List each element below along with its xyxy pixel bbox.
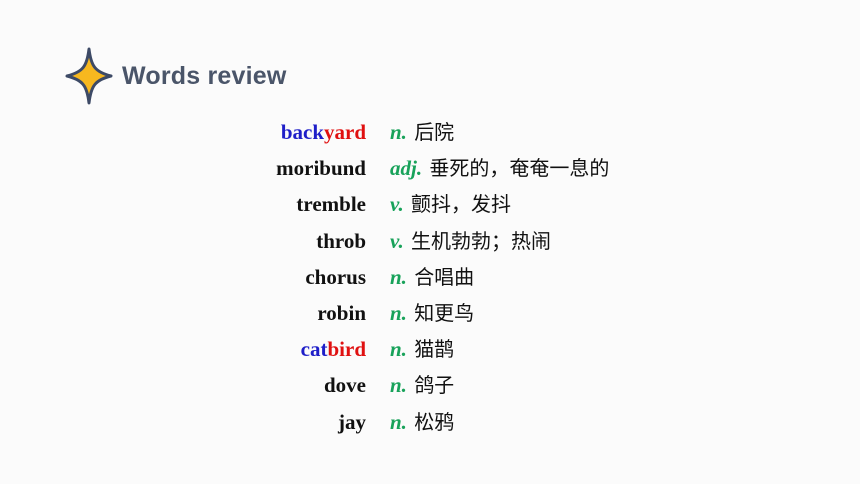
word-term: dove	[324, 367, 366, 403]
part-of-speech: v.	[390, 228, 404, 253]
word-definition: v. 生机勃勃；热闹	[390, 223, 551, 259]
part-of-speech: n.	[390, 373, 407, 398]
word-meaning: 颤抖，发抖	[411, 192, 512, 217]
word-meaning: 松鸦	[414, 409, 455, 434]
word-row: robin n. 知更鸟	[0, 295, 860, 331]
word-term-part: tremble	[296, 192, 366, 217]
word-meaning: 知更鸟	[414, 300, 475, 325]
word-term: throb	[316, 223, 366, 259]
word-term-part: yard	[324, 120, 366, 144]
part-of-speech: n.	[390, 300, 407, 325]
word-definition: n. 猫鹊	[390, 331, 454, 367]
word-definition: n. 合唱曲	[390, 259, 474, 295]
word-row: backyard n. 后院	[0, 114, 860, 150]
word-term: tremble	[296, 186, 366, 222]
page-title: Words review	[122, 61, 287, 90]
word-meaning: 垂死的，奄奄一息的	[429, 156, 610, 181]
word-meaning: 生机勃勃；热闹	[411, 228, 552, 253]
four-point-star-icon	[65, 47, 113, 105]
word-term-part: dove	[324, 373, 366, 398]
word-definition: n. 知更鸟	[390, 295, 474, 331]
word-meaning: 猫鹊	[414, 337, 455, 362]
word-row: moribund adj. 垂死的，奄奄一息的	[0, 150, 860, 186]
word-definition: adj. 垂死的，奄奄一息的	[390, 150, 609, 186]
part-of-speech: n.	[390, 264, 407, 289]
word-term-part: back	[280, 120, 324, 144]
word-term-part: chorus	[305, 264, 366, 289]
word-term-part: moribund	[276, 156, 366, 181]
word-definition: n. 后院	[390, 114, 454, 150]
word-term: chorus	[305, 259, 366, 295]
word-row: chorus n. 合唱曲	[0, 259, 860, 295]
word-term-part: cat	[300, 337, 328, 362]
part-of-speech: n.	[390, 409, 407, 434]
word-term: catbird	[301, 331, 366, 367]
word-term: backyard	[281, 114, 366, 150]
word-row: tremble v. 颤抖，发抖	[0, 186, 860, 222]
word-row: dove n. 鸽子	[0, 367, 860, 403]
word-definition: v. 颤抖，发抖	[390, 186, 511, 222]
word-term-part: bird	[327, 337, 366, 362]
word-definition: n. 松鸦	[390, 404, 454, 440]
word-row: jay n. 松鸦	[0, 404, 860, 440]
word-term-part: robin	[317, 300, 366, 325]
word-row: catbird n. 猫鹊	[0, 331, 860, 367]
word-definition: n. 鸽子	[390, 367, 454, 403]
word-term: jay	[338, 404, 366, 440]
part-of-speech: v.	[390, 192, 404, 217]
word-term-part: throb	[316, 228, 366, 253]
word-row: throb v. 生机勃勃；热闹	[0, 223, 860, 259]
word-meaning: 鸽子	[414, 373, 455, 398]
word-term-part: jay	[338, 409, 366, 434]
word-meaning: 后院	[414, 120, 455, 144]
word-term: robin	[317, 295, 366, 331]
title-row: Words review	[64, 46, 287, 106]
word-term: moribund	[276, 150, 366, 186]
word-meaning: 合唱曲	[414, 264, 475, 289]
part-of-speech: adj.	[390, 156, 423, 181]
part-of-speech: n.	[390, 120, 407, 144]
part-of-speech: n.	[390, 337, 407, 362]
